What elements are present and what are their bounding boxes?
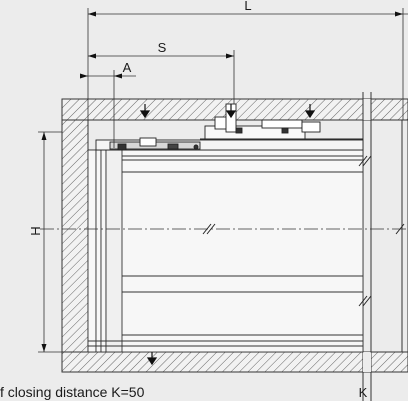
door-frame-outer [87,149,364,353]
operator-track [95,139,364,151]
left-wall [61,119,89,353]
dimension-label-L: L [244,0,251,13]
break-marks [202,155,405,307]
dimension-label-H: H [28,226,43,235]
bottom-sill [61,351,408,373]
door-panels [87,149,364,353]
door-leaf-strip-1 [87,149,97,353]
dimension-label-A: A [123,60,132,75]
dimension-label-S: S [158,40,167,55]
dimension-lines [38,8,408,401]
wall-frame [61,98,408,373]
caption-text: f closing distance K=50 [0,384,145,400]
dimension-arrows [41,11,403,352]
door-leaf-strip-3 [100,149,107,353]
door-leaf-strip-2 [95,149,102,353]
dimension-label-K: K [359,385,368,400]
fixing-screws [139,104,316,366]
door-leaf-strip-4 [105,149,123,353]
